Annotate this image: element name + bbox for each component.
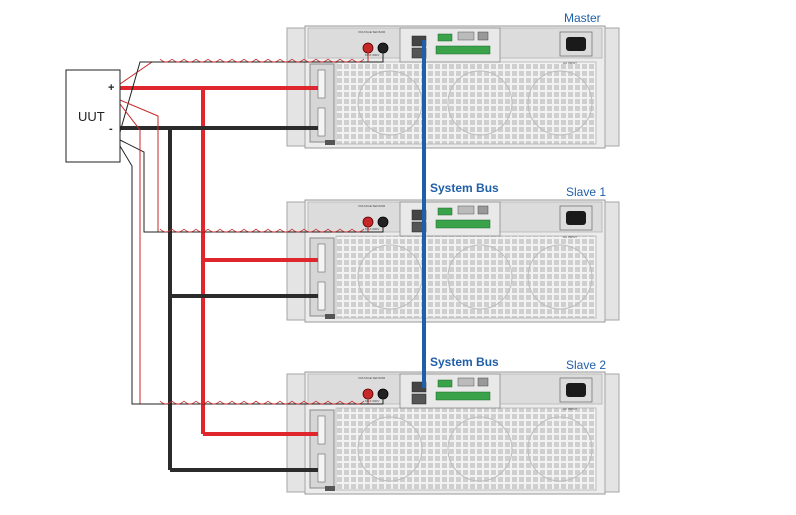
uut-minus-terminal: -: [109, 123, 113, 135]
sense-wire-negative-slave-2: [119, 145, 384, 405]
load-unit-3: VOLTAGE SENSOR MAX 600V AC INPUT: [286, 371, 620, 495]
twisted-pair-1: [159, 58, 365, 63]
ac-socket-icon: [566, 37, 586, 51]
uut-label: UUT: [78, 109, 105, 124]
usb-port-icon: [477, 205, 489, 215]
system-bus-label-1: System Bus: [430, 181, 499, 195]
uut-device: UUT + -: [65, 69, 121, 163]
voltage-sensor-label: VOLTAGE SENSOR: [358, 204, 386, 208]
ac-input-label: AC INPUT: [563, 407, 577, 411]
load-unit-1: VOLTAGE SENSOR MAX 600V AC INPUT: [286, 25, 620, 149]
fan-3: [527, 244, 593, 310]
fan-2: [447, 70, 513, 136]
system-bus-label-2: System Bus: [430, 355, 499, 369]
output-terminal-positive: [317, 243, 326, 273]
bus-port-out-icon: [411, 393, 427, 405]
voltage-sensor-rating: MAX 600V: [365, 227, 379, 231]
rack-ear-right: [604, 27, 620, 147]
db9-port-icon: [457, 31, 475, 41]
rack-ear-right: [604, 201, 620, 321]
output-terminal-negative: [317, 281, 326, 311]
rack-ear-right: [604, 373, 620, 493]
ac-socket-icon: [566, 383, 586, 397]
green-terminal-strip: [435, 219, 491, 229]
voltage-sensor-rating: MAX 600V: [365, 53, 379, 57]
fan-2: [447, 416, 513, 482]
output-terminal-positive: [317, 69, 326, 99]
foot-left: [325, 486, 335, 491]
green-connector-small: [437, 379, 453, 388]
green-terminal-strip: [435, 391, 491, 401]
uut-plus-terminal: +: [108, 82, 114, 94]
fan-grille: [335, 235, 597, 319]
voltage-sensor-label: VOLTAGE SENSOR: [358, 376, 386, 380]
foot-left: [325, 140, 335, 145]
sense-wire-negative-slave-1: [119, 139, 384, 233]
twisted-pair-3: [159, 400, 365, 405]
output-terminal-negative: [317, 107, 326, 137]
unit-label-slave-1: Slave 1: [566, 185, 606, 199]
fan-3: [527, 70, 593, 136]
fan-grille: [335, 61, 597, 145]
db9-port-icon: [457, 205, 475, 215]
foot-left: [325, 314, 335, 319]
ac-socket-icon: [566, 211, 586, 225]
green-terminal-strip: [435, 45, 491, 55]
unit-label-master: Master: [564, 11, 601, 25]
db9-port-icon: [457, 377, 475, 387]
green-connector-small: [437, 207, 453, 216]
usb-port-icon: [477, 31, 489, 41]
voltage-sensor-rating: MAX 600V: [365, 399, 379, 403]
fan-grille: [335, 407, 597, 491]
load-unit-2: VOLTAGE SENSOR MAX 600V AC INPUT: [286, 199, 620, 323]
output-terminal-positive: [317, 415, 326, 445]
unit-label-slave-2: Slave 2: [566, 358, 606, 372]
twisted-pair-2: [159, 228, 365, 233]
ac-input-label: AC INPUT: [563, 235, 577, 239]
usb-port-icon: [477, 377, 489, 387]
voltage-sensor-label: VOLTAGE SENSOR: [358, 30, 386, 34]
fan-1: [357, 416, 423, 482]
output-terminal-negative: [317, 453, 326, 483]
fan-2: [447, 244, 513, 310]
fan-3: [527, 416, 593, 482]
green-connector-small: [437, 33, 453, 42]
ac-input-label: AC INPUT: [563, 61, 577, 65]
